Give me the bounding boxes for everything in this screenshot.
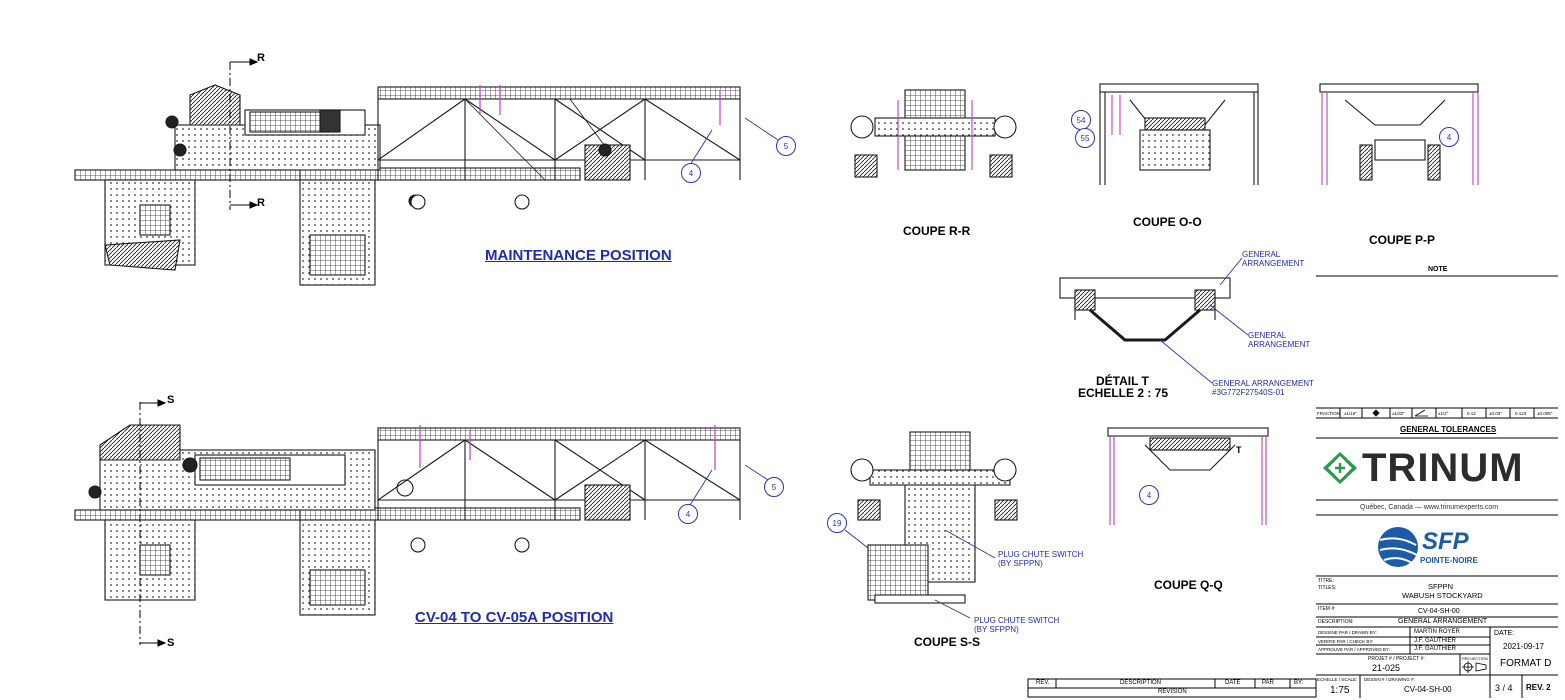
tol-1: ±1/16" [1344,411,1357,416]
coupe-rr-drawing [850,89,1017,178]
tol-fraction: FRACTION [1317,411,1340,416]
item-value: CV-04-SH-00 [1418,608,1460,615]
projection-icon [1462,661,1487,673]
approved-label: APPROUVE PAR / APPROVED BY: [1318,647,1390,652]
coupe-pp-drawing [1319,83,1479,185]
detail-t-title: DÉTAIL T [1096,374,1149,388]
coupe-ss-drawing [850,431,1018,604]
scale-label: ECHELLE / SCALE: [1317,677,1358,682]
sheet-number: 3 / 4 [1495,683,1513,693]
note-header: NOTE [1428,266,1448,273]
cv-position-title: CV-04 TO CV-05A POSITION [415,609,614,626]
titles-label: TITLES: [1318,585,1337,591]
project-value: 21-025 [1372,663,1401,673]
date-value: 2021-09-17 [1503,642,1544,651]
coupe-ss-label: COUPE S-S [914,635,981,649]
revision-number: REV. 2 [1526,683,1551,692]
date-col: DATE [1225,680,1241,686]
detail-t-marker: T [1236,445,1242,455]
note-plug-chute-2: PLUG CHUTE SWITCH(BY SFPPN) [974,616,1060,634]
description-col: DESCRIPTION [1120,680,1162,686]
section-mark-r-top: R [257,52,265,64]
desc-value: GENERAL ARRANGEMENT [1398,618,1488,625]
coupe-pp-label: COUPE P-P [1369,233,1436,247]
tol-2: ±1/32" [1392,411,1405,416]
title-1: SFPPN [1428,582,1454,591]
format-value: FORMAT D [1500,658,1552,669]
client-logo-subtext: POINTE-NOIRE [1420,556,1478,565]
check-value: J.F. GAUTHIER [1414,638,1457,644]
check-label: VERIFIE PAR / CHECK BY: [1318,639,1374,644]
tol-7: ±0.005" [1537,411,1553,416]
callout-4-pp: 4 [1439,127,1459,147]
sfp-globe-icon [1378,527,1418,567]
coupe-oo-label: COUPE O-O [1133,215,1202,229]
callout-4-qq: 4 [1139,485,1159,505]
coupe-qq-drawing [1107,427,1269,525]
tol-6: 0.123 [1515,411,1527,416]
coupe-oo-drawing [1099,83,1259,185]
company-name: TRINUM [1362,446,1524,490]
trinum-logo-icon [1323,452,1357,484]
callout-55: 55 [1075,128,1095,148]
desc-label: DESCRIPTION: [1318,619,1354,625]
by-col: BY: [1294,680,1304,686]
title-2: WABUSH STOCKYARD [1402,591,1483,600]
callout-19: 19 [827,513,847,533]
project-label: PROJET # / PROJECT #: [1368,656,1425,662]
callout-4-top: 4 [681,163,701,183]
scale-value: 1:75 [1330,685,1350,696]
maintenance-elevation [74,84,741,286]
callout-54: 54 [1071,110,1091,130]
tol-5: ±0.03" [1489,411,1502,416]
approved-value: J.F. GAUTHIER [1414,646,1457,652]
coupe-rr-label: COUPE R-R [903,224,971,238]
coupe-qq-label: COUPE Q-Q [1154,578,1223,592]
detail-t-drawing [1059,277,1231,342]
maintenance-position-title: MAINTENANCE POSITION [485,247,672,264]
cv-elevation [74,424,741,616]
callout-4-bottom: 4 [678,504,698,524]
section-mark-s-top: S [167,394,175,406]
tol-4: 0.12 [1467,411,1476,416]
drawn-value: MARTIN ROYER [1414,629,1460,635]
date-label: DATE: [1494,630,1515,637]
item-label: ITEM #: [1318,606,1336,612]
note-plug-chute-1: PLUG CHUTE SWITCH(BY SFPPN) [998,550,1084,568]
tol-3: ±1/2° [1438,411,1449,416]
titre-label: TITRE: [1318,578,1334,584]
section-mark-s-bottom: S [167,637,175,649]
rev-col: REV. [1036,680,1050,686]
projection-label: PROJECTION [1462,656,1488,661]
par-col: PAR [1262,680,1274,686]
detail-t-scale: ECHELLE 2 : 75 [1078,386,1169,400]
general-tolerances: GENERAL TOLERANCES [1400,425,1497,434]
section-mark-r-bottom: R [257,197,265,209]
callout-5-bottom: 5 [764,477,784,497]
drawn-label: DESSINE PAR / DRAWN BY: [1318,630,1377,635]
drawing-number-value: CV-04-SH-00 [1404,685,1452,694]
company-location: Québec, Canada — www.trinumexperts.com [1360,504,1499,511]
callout-5-top: 5 [776,136,796,156]
revision-label: REVISION [1158,689,1187,695]
drawing-number-label: DESSIN # / DRAWING #: [1364,677,1415,682]
note-ga-3: GENERAL ARRANGEMENT#3G772F27540S-01 [1212,379,1314,397]
client-logo-text: SFP [1422,528,1469,555]
